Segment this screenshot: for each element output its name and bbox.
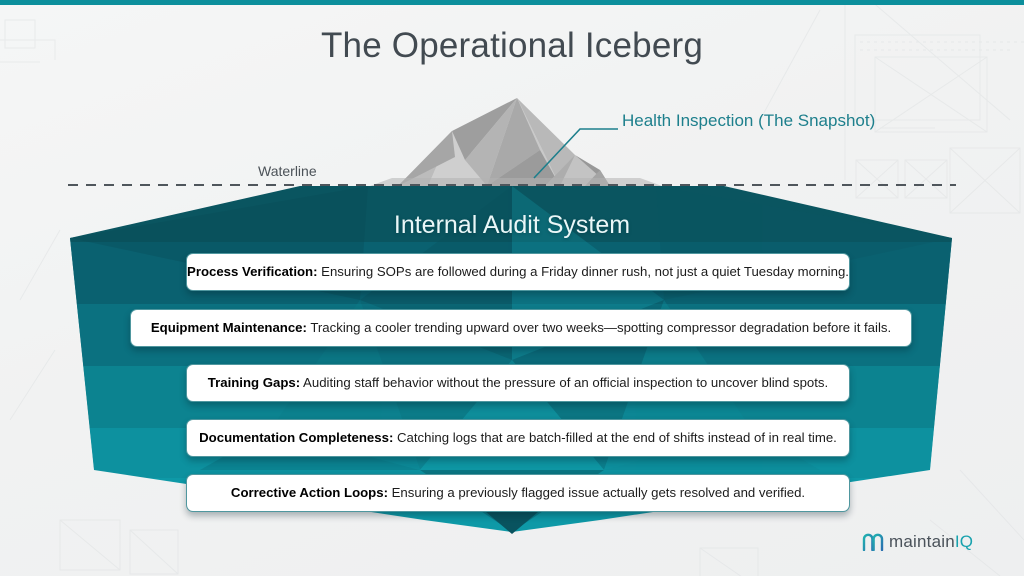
callout-leader-line (533, 128, 618, 179)
iceberg-bottom-point (486, 512, 538, 534)
item-card-body: Catching logs that are batch-filled at t… (393, 430, 837, 446)
page-title: The Operational Iceberg (320, 26, 704, 65)
item-card-body: Tracking a cooler trending upward over t… (306, 320, 892, 336)
item-card-label: Documentation Completeness: (199, 430, 394, 446)
top-accent-bar (0, 0, 1024, 5)
logo-name-part2: IQ (954, 532, 974, 551)
item-card-training-gaps[interactable]: Training Gaps: Auditing staff behavior w… (186, 364, 850, 402)
iceberg-heading: Internal Audit System (393, 211, 631, 239)
item-card-label: Equipment Maintenance: (150, 320, 307, 336)
item-card-text: Documentation Completeness: Catching log… (199, 431, 837, 444)
maintainiq-logo: maintainIQ (862, 532, 973, 551)
item-card-process-verification[interactable]: Process Verification: Ensuring SOPs are … (186, 253, 850, 291)
iceberg-tip (370, 98, 662, 186)
item-card-text: Equipment Maintenance: Tracking a cooler… (151, 321, 891, 334)
item-card-text: Process Verification: Ensuring SOPs are … (187, 265, 849, 278)
maintainiq-wordmark: maintainIQ (889, 533, 973, 550)
item-card-label: Training Gaps: (207, 375, 301, 391)
item-card-documentation-completeness[interactable]: Documentation Completeness: Catching log… (186, 419, 850, 457)
item-card-text: Training Gaps: Auditing staff behavior w… (208, 376, 828, 389)
item-card-label: Process Verification: (187, 264, 318, 280)
logo-name-part1: maintain (889, 532, 955, 551)
item-card-text: Corrective Action Loops: Ensuring a prev… (231, 486, 805, 499)
callout-label: Health Inspection (The Snapshot) (622, 111, 876, 130)
item-card-body: Ensuring SOPs are followed during a Frid… (317, 264, 849, 280)
item-card-equipment-maintenance[interactable]: Equipment Maintenance: Tracking a cooler… (130, 309, 912, 347)
item-card-label: Corrective Action Loops: (230, 485, 388, 501)
item-card-corrective-action-loops[interactable]: Corrective Action Loops: Ensuring a prev… (186, 474, 850, 512)
item-card-body: Ensuring a previously flagged issue actu… (387, 485, 806, 501)
waterline-label: Waterline (258, 163, 317, 179)
maintainiq-m-icon (862, 533, 884, 551)
item-card-body: Auditing staff behavior without the pres… (300, 375, 829, 391)
